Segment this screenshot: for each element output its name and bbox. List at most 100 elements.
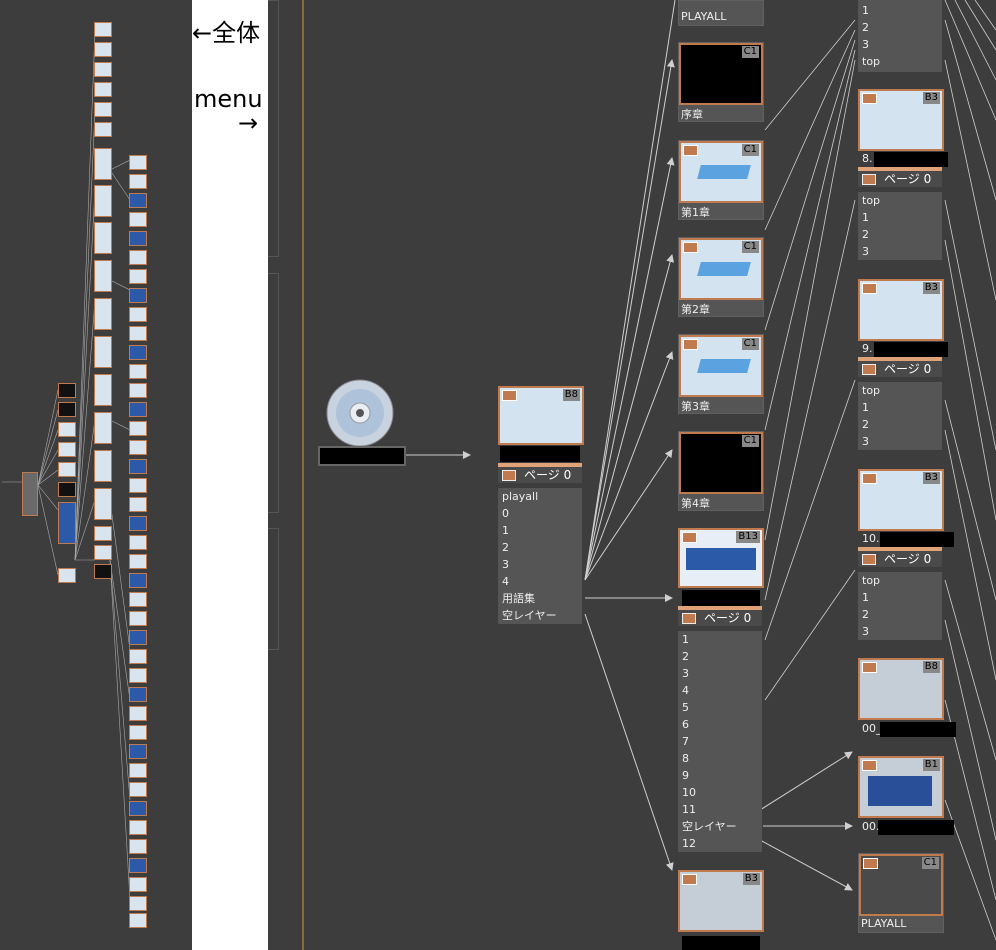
menu-button[interactable]: 2 (502, 541, 509, 554)
overview-node[interactable] (94, 450, 112, 482)
overview-node[interactable] (129, 364, 147, 379)
item-button[interactable]: 3 (862, 625, 869, 638)
item-button[interactable]: 1 (862, 211, 869, 224)
item-button[interactable]: 1 (862, 401, 869, 414)
playall-node[interactable]: C1 PLAYALL (858, 853, 944, 933)
overview-node[interactable] (129, 839, 147, 854)
overview-node[interactable] (129, 535, 147, 550)
overview-node[interactable] (129, 592, 147, 607)
glossary-button[interactable]: 10 (682, 786, 696, 799)
overview-node[interactable] (94, 185, 112, 217)
overview-node[interactable] (129, 383, 147, 398)
item-button[interactable]: top (862, 384, 881, 397)
overview-node[interactable] (129, 269, 147, 284)
overview-node[interactable] (58, 383, 76, 398)
overview-node[interactable] (129, 611, 147, 626)
menu-thumbnail[interactable]: B8 (498, 386, 584, 445)
overview-node[interactable] (129, 896, 147, 911)
overview-node[interactable] (94, 298, 112, 330)
overview-node[interactable] (129, 459, 147, 474)
overview-node[interactable] (129, 440, 147, 455)
glossary-button[interactable]: 2 (682, 650, 689, 663)
overview-node[interactable] (129, 516, 147, 531)
overview-node[interactable] (94, 82, 112, 97)
overview-node[interactable] (58, 462, 76, 477)
overview-node[interactable] (129, 649, 147, 664)
overview-node[interactable] (129, 668, 147, 683)
overview-node[interactable] (94, 488, 112, 520)
overview-node[interactable] (129, 706, 147, 721)
overview-node[interactable] (129, 155, 147, 170)
glossary-page-bar[interactable]: ページ 0 (678, 606, 762, 626)
menu-button[interactable]: 用語集 (502, 592, 535, 605)
overview-node[interactable] (129, 820, 147, 835)
glossary-button[interactable]: 11 (682, 803, 696, 816)
menu-button[interactable]: 4 (502, 575, 509, 588)
menu-button[interactable]: 0 (502, 507, 509, 520)
overview-node[interactable] (129, 877, 147, 892)
overview-node[interactable] (129, 402, 147, 417)
chapter-node[interactable]: C1 第2章 (678, 237, 764, 317)
overview-node[interactable] (94, 374, 112, 406)
overview-pane[interactable] (0, 0, 192, 950)
glossary-button[interactable]: 空レイヤー (682, 820, 737, 833)
overview-node[interactable] (94, 62, 112, 77)
glossary-button[interactable]: 12 (682, 837, 696, 850)
overview-node[interactable] (94, 42, 112, 57)
item-button[interactable]: 2 (862, 608, 869, 621)
overview-node[interactable] (58, 568, 76, 583)
glossary-button[interactable]: 6 (682, 718, 689, 731)
overview-node[interactable] (94, 412, 112, 444)
menu-button[interactable]: 1 (502, 524, 509, 537)
overview-menu-node[interactable] (22, 472, 38, 516)
item-thumbnail[interactable]: B3 (858, 89, 944, 151)
chapter-node[interactable]: C1 第3章 (678, 334, 764, 414)
item-button[interactable]: 3 (862, 435, 869, 448)
overview-node[interactable] (129, 193, 147, 208)
overview-node[interactable] (129, 744, 147, 759)
bottom-thumbnail[interactable]: B3 (678, 870, 764, 932)
overview-node[interactable] (129, 782, 147, 797)
glossary-thumbnail[interactable]: B13 (678, 528, 764, 588)
glossary-button[interactable]: 9 (682, 769, 689, 782)
item-page-bar[interactable]: ページ 0 (858, 357, 942, 377)
glossary-button[interactable]: 5 (682, 701, 689, 714)
item-button[interactable]: 1 (862, 591, 869, 604)
right-button[interactable]: 2 (862, 21, 869, 34)
overview-node[interactable] (129, 497, 147, 512)
glossary-button[interactable]: 1 (682, 633, 689, 646)
disc-icon[interactable] (322, 378, 398, 448)
overview-node[interactable] (94, 564, 112, 579)
overview-node[interactable] (129, 763, 147, 778)
overview-node[interactable] (94, 336, 112, 368)
item-button[interactable]: top (862, 194, 881, 207)
overview-node[interactable] (129, 913, 147, 928)
glossary-button[interactable]: 8 (682, 752, 689, 765)
overview-node[interactable] (129, 231, 147, 246)
overview-node[interactable] (129, 687, 147, 702)
overview-node[interactable] (94, 260, 112, 292)
overview-node[interactable] (94, 122, 112, 137)
glossary-button[interactable]: 7 (682, 735, 689, 748)
overview-node[interactable] (129, 174, 147, 189)
item-thumbnail[interactable]: B3 (858, 279, 944, 341)
pane-divider[interactable] (302, 0, 304, 950)
overview-node[interactable] (129, 858, 147, 873)
overview-node[interactable] (94, 222, 112, 254)
right-button[interactable]: 3 (862, 38, 869, 51)
overview-node[interactable] (129, 250, 147, 265)
glossary-button[interactable]: 4 (682, 684, 689, 697)
menu-page-bar[interactable]: ページ 0 (498, 463, 582, 483)
item-thumbnail[interactable]: B3 (858, 469, 944, 531)
overview-node[interactable] (94, 148, 112, 180)
right-button[interactable]: top (862, 55, 881, 68)
overview-node[interactable] (58, 482, 76, 497)
item-page-bar[interactable]: ページ 0 (858, 167, 942, 187)
overview-node[interactable] (94, 526, 112, 541)
chapter-node[interactable]: C1 第4章 (678, 431, 764, 511)
submenu-thumbnail[interactable]: B1 (858, 756, 944, 818)
overview-node[interactable] (129, 288, 147, 303)
item-page-bar[interactable]: ページ 0 (858, 547, 942, 567)
overview-node[interactable] (58, 402, 76, 417)
item-button[interactable]: 2 (862, 418, 869, 431)
